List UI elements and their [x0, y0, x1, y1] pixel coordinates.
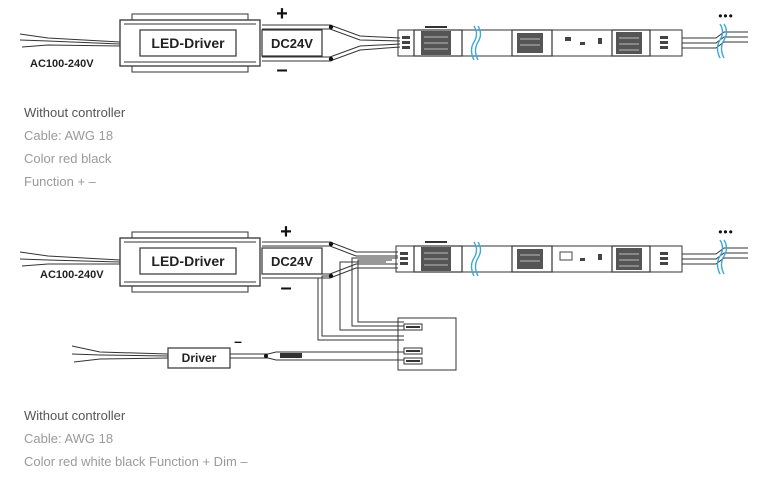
caption-title: Without controller: [24, 105, 126, 120]
ac-voltage-label: AC100-240V: [30, 58, 94, 70]
caption-color-function: Color red white black Function + Dim –: [24, 454, 248, 469]
strip-continuation-dots: •••: [718, 225, 734, 239]
strip-cut-marks: [470, 239, 728, 277]
ac-input-wires: [19, 251, 121, 267]
led-driver-label: LED-Driver: [151, 35, 225, 51]
caption-color: Color red black: [24, 151, 112, 166]
plus-terminal-label: +: [276, 3, 288, 25]
caption-title: Without controller: [24, 408, 126, 423]
strip-output-wires: [682, 31, 748, 49]
dimmer-wires: [317, 257, 404, 341]
minus-terminal-label: –: [276, 59, 287, 81]
dimmer-minus-label: –: [234, 333, 242, 349]
strip-continuation-dots: •••: [718, 9, 734, 23]
dc-output-wires: [262, 24, 401, 62]
minus-terminal-label: –: [280, 277, 291, 299]
led-driver-label: LED-Driver: [151, 253, 225, 269]
caption-function: Function + –: [24, 174, 96, 189]
dimmer-driver: [71, 345, 404, 369]
strip-cut-marks: [470, 23, 728, 61]
led-driver-box: [119, 13, 323, 73]
wiring-diagram-without-dimmer: AC100-240V LED-Driver DC24V + – •••: [19, 3, 748, 81]
caption-cable: Cable: AWG 18: [24, 431, 114, 446]
dc-voltage-label: DC24V: [271, 36, 313, 51]
dc-voltage-label: DC24V: [271, 254, 313, 269]
caption-cable: Cable: AWG 18: [24, 128, 114, 143]
plus-terminal-label: +: [280, 221, 292, 243]
dimmer-junction-box: [397, 317, 457, 371]
led-module-icons: [280, 241, 668, 362]
caption-without-dimmer: Without controller Cable: AWG 18 Color r…: [24, 101, 125, 193]
caption-with-dimmer: Without controller Cable: AWG 18 Color r…: [24, 404, 248, 473]
wiring-diagram-with-dimmer: AC100-240V LED-Driver DC24V + – ••• Driv…: [19, 221, 748, 371]
ac-voltage-label: AC100-240V: [40, 269, 104, 281]
dc-output-wires: [262, 241, 398, 279]
led-module-icons: [402, 26, 668, 55]
dimmer-driver-label: Driver: [182, 351, 217, 365]
strip-output-wires: [682, 247, 748, 265]
led-driver-box: [119, 231, 323, 293]
ac-input-wires: [19, 33, 121, 48]
